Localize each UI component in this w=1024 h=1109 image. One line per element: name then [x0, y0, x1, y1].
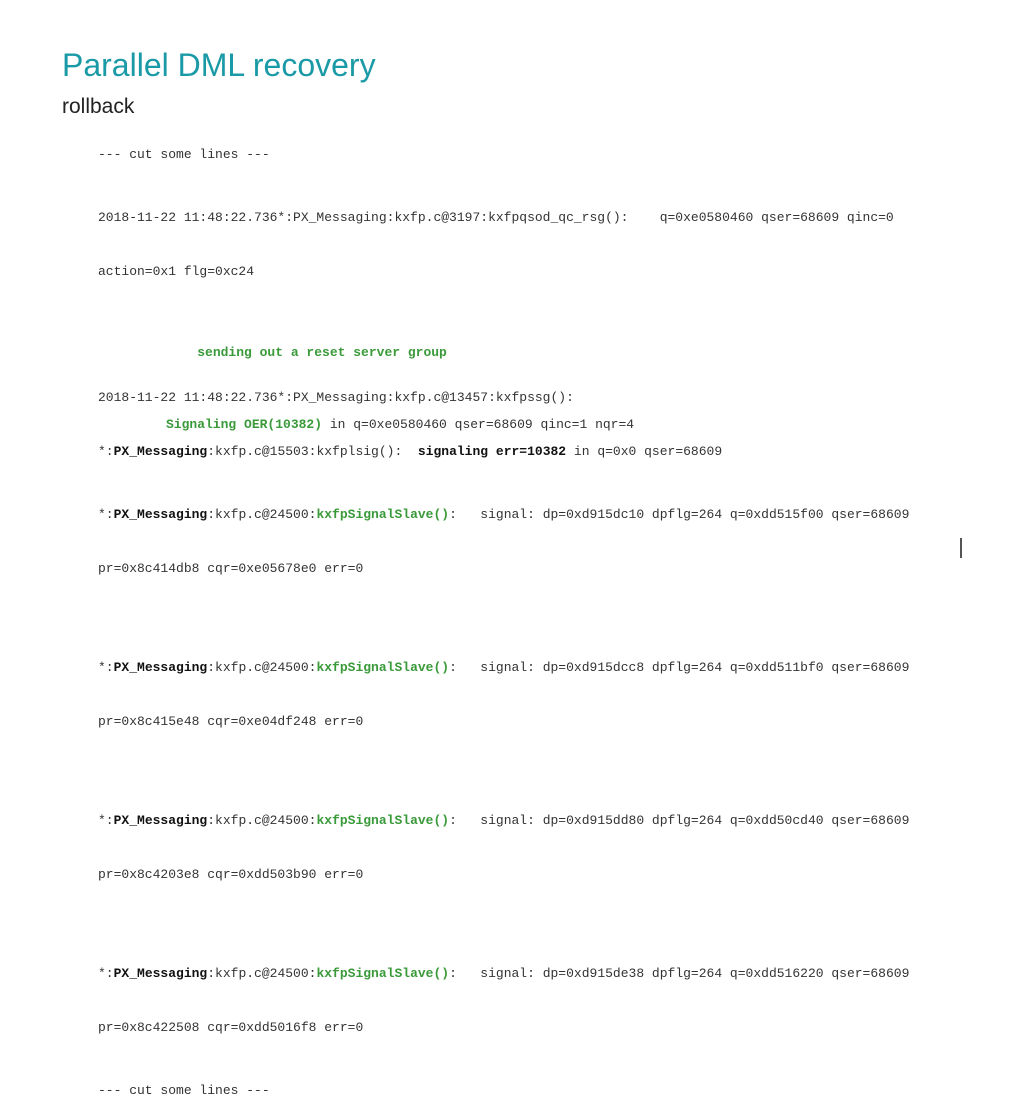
log-line: 2018-11-22 11:48:22.736*:PX_Messaging:kx… — [98, 210, 894, 225]
prefix-px-messaging: PX_Messaging — [113, 444, 208, 459]
prefix-px-messaging: PX_Messaging — [113, 660, 208, 675]
prefix-star: *: — [98, 813, 114, 828]
slave-signal: signal: dp=0xd915dc10 dpflg=264 q=0xdd51… — [456, 507, 910, 522]
trace-log: --- cut some lines --- 2018-11-22 11:48:… — [98, 146, 998, 1109]
prefix-px-messaging: PX_Messaging — [113, 966, 208, 981]
slave-location: :kxfp.c@24500: — [207, 966, 317, 981]
plsig-signaling-err: signaling err=10382 — [417, 444, 567, 459]
reset-note: sending out a reset server group — [197, 345, 447, 360]
slave-colon: : — [449, 966, 457, 981]
log-line: action=0x1 flg=0xc24 — [98, 264, 255, 279]
plsig-detail: in q=0x0 qser=68609 — [566, 444, 723, 459]
slave-function: kxfpSignalSlave() — [316, 813, 450, 828]
cut-marker-start: --- cut some lines --- — [98, 147, 270, 162]
log-signal-oer: Signaling OER(10382) in q=0xe0580460 qse… — [98, 416, 998, 434]
log-entry-plsig: *:PX_Messaging:kxfp.c@15503:kxfplsig(): … — [98, 443, 998, 461]
log-line: pr=0x8c414db8 cqr=0xe05678e0 err=0 — [98, 561, 364, 576]
slide-title: Parallel DML recovery — [62, 47, 376, 83]
log-line: pr=0x8c422508 cqr=0xdd5016f8 err=0 — [98, 1020, 364, 1035]
slave-location: :kxfp.c@24500: — [207, 507, 317, 522]
prefix-star: *: — [98, 507, 114, 522]
cut-marker-end: --- cut some lines --- — [98, 1083, 270, 1098]
slave-location: :kxfp.c@24500: — [207, 813, 317, 828]
slave-function: kxfpSignalSlave() — [316, 966, 450, 981]
prefix-px-messaging: PX_Messaging — [113, 507, 208, 522]
log-entry-slave-2: *:PX_Messaging:kxfp.c@24500:kxfpSignalSl… — [98, 623, 998, 767]
prefix-star: *: — [98, 966, 114, 981]
log-line: *:PX_Messaging:kxfp.c@24500:kxfpSignalSl… — [98, 965, 998, 983]
log-note-reset: sending out a reset server group — [98, 326, 998, 380]
log-line: pr=0x8c415e48 cqr=0xe04df248 err=0 — [98, 714, 364, 729]
log-entry-slave-4: *:PX_Messaging:kxfp.c@24500:kxfpSignalSl… — [98, 929, 998, 1073]
slave-signal: signal: dp=0xd915dd80 dpflg=264 q=0xdd50… — [456, 813, 910, 828]
log-line: *:PX_Messaging:kxfp.c@24500:kxfpSignalSl… — [98, 659, 998, 677]
slave-signal: signal: dp=0xd915dcc8 dpflg=264 q=0xdd51… — [456, 660, 910, 675]
signal-oer-detail: in q=0xe0580460 qser=68609 qinc=1 nqr=4 — [322, 417, 635, 432]
slide-subtitle: rollback — [62, 95, 135, 118]
log-entry-qc-rsg: 2018-11-22 11:48:22.736*:PX_Messaging:kx… — [98, 173, 998, 317]
log-line: pr=0x8c4203e8 cqr=0xdd503b90 err=0 — [98, 867, 364, 882]
slave-function: kxfpSignalSlave() — [316, 660, 450, 675]
slave-signal: signal: dp=0xd915de38 dpflg=264 q=0xdd51… — [456, 966, 910, 981]
prefix-star: *: — [98, 660, 114, 675]
log-line: *:PX_Messaging:kxfp.c@24500:kxfpSignalSl… — [98, 812, 998, 830]
slave-colon: : — [449, 813, 457, 828]
prefix-star: *: — [98, 444, 114, 459]
slide-corner-divider — [960, 538, 962, 558]
slave-colon: : — [449, 507, 457, 522]
slave-location: :kxfp.c@24500: — [207, 660, 317, 675]
log-line: *:PX_Messaging:kxfp.c@24500:kxfpSignalSl… — [98, 506, 998, 524]
log-entry-slave-3: *:PX_Messaging:kxfp.c@24500:kxfpSignalSl… — [98, 776, 998, 920]
signal-oer-label: Signaling OER(10382) — [166, 417, 323, 432]
log-entry-slave-1: *:PX_Messaging:kxfp.c@24500:kxfpSignalSl… — [98, 470, 998, 614]
slave-function: kxfpSignalSlave() — [316, 507, 450, 522]
prefix-px-messaging: PX_Messaging — [113, 813, 208, 828]
log-entry-ssg: 2018-11-22 11:48:22.736*:PX_Messaging:kx… — [98, 390, 574, 405]
slave-colon: : — [449, 660, 457, 675]
plsig-location: :kxfp.c@15503:kxfplsig(): — [207, 444, 418, 459]
